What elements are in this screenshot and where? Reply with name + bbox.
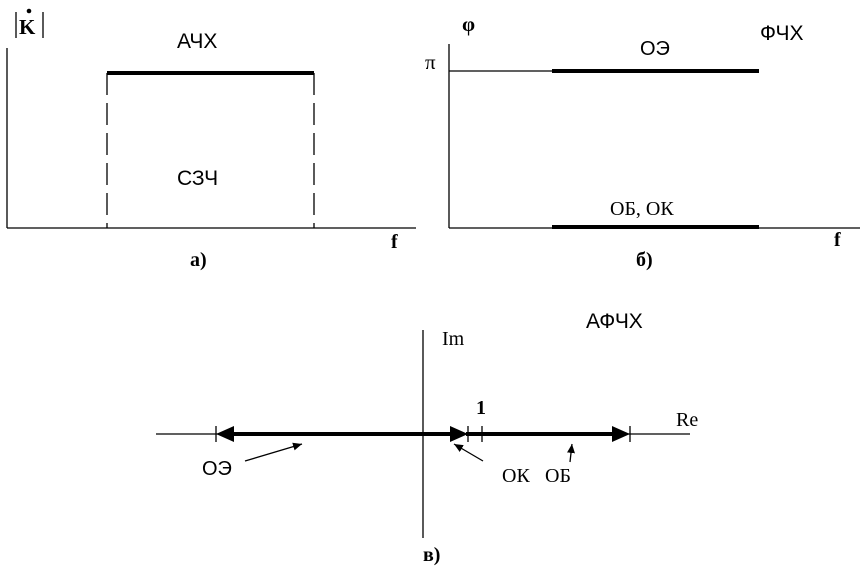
panel-a-band-label: СЗЧ (177, 167, 218, 190)
panel-a-caption: а) (190, 249, 207, 271)
panel-c-oe-pointer (244, 442, 303, 462)
panel-c-imag-axis-label: Im (442, 328, 465, 350)
panel-c-real-axis-label: Re (676, 409, 698, 431)
panel-b-lower-line-label: ОБ, ОК (610, 198, 674, 220)
panel-b-upper-line-label: ОЭ (640, 38, 670, 60)
panel-a-x-axis-label: f (391, 231, 398, 253)
panel-c-ok-label: ОК (502, 465, 530, 487)
panel-b-pi-tick-label: π (425, 50, 436, 74)
panel-a-k-dot (26, 8, 32, 14)
panel-c-ok-pointer (453, 443, 484, 462)
panel-c-caption: в) (423, 544, 440, 566)
panel-a-y-axis-label: K (19, 15, 36, 39)
panel-a-curve-label: АЧХ (177, 30, 217, 53)
panel-b-y-axis-label: φ (462, 12, 475, 36)
panel-b-phase-response: φ ФЧХ π ОЭ ОБ, ОК f б) (425, 12, 860, 271)
panel-c-ob-pointer (567, 443, 575, 463)
panel-b-title: ФЧХ (760, 22, 804, 45)
panel-b-x-axis-label: f (834, 229, 841, 251)
panel-c-unit-tick-label: 1 (476, 397, 486, 419)
panel-c-title: АФЧХ (586, 310, 643, 333)
panel-c-ob-label: ОБ (545, 465, 571, 487)
panel-a-amplitude-response: K АЧХ СЗЧ f а) (6, 8, 416, 271)
panel-c-right-arrowhead (612, 426, 630, 442)
panel-c-left-arrowhead (216, 426, 234, 442)
panel-c-nyquist-plot: АФЧХ Im Re 1 ОЭ ОК ОБ в) (156, 310, 698, 566)
panel-b-caption: б) (636, 249, 653, 271)
panel-c-oe-label: ОЭ (202, 458, 232, 480)
panel-c-mid-arrowhead (450, 426, 468, 442)
